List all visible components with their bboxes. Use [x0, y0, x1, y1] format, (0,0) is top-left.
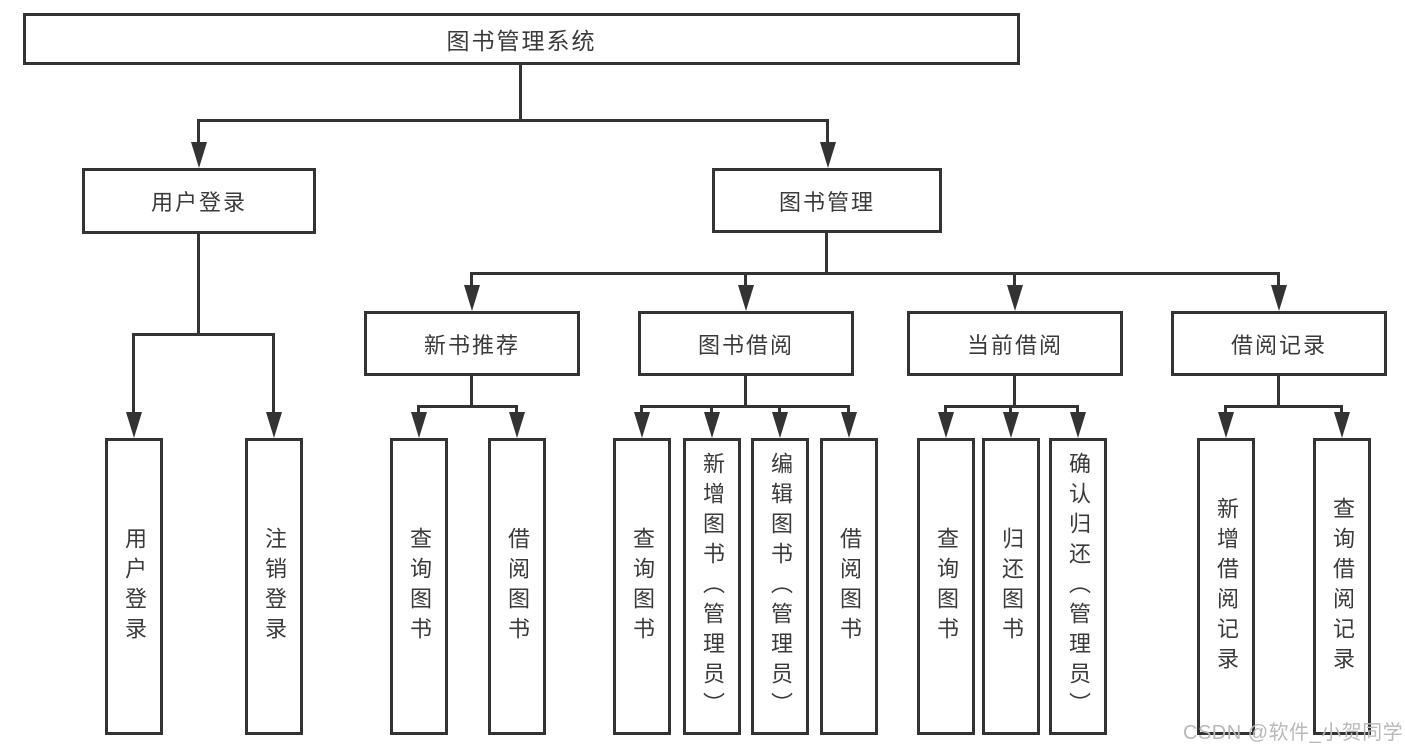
leaf-query-book-1: 查询图书 [390, 438, 448, 735]
connector-drop-leaf [1224, 405, 1227, 415]
connector-drop-leaf [1340, 405, 1343, 415]
arrow-down-icon [266, 412, 282, 438]
node-borrow-record: 借阅记录 [1171, 311, 1387, 376]
leaf-logout: 注销登录 [245, 438, 303, 735]
arrow-down-icon [1003, 412, 1019, 438]
connector-drop-leaf [640, 405, 643, 415]
connector-borrow-record-stem [1277, 376, 1280, 407]
connector-drop-book-mgmt [826, 119, 829, 149]
connector-drop-new-book-rec [470, 272, 473, 288]
node-user-login: 用户登录 [82, 168, 316, 234]
connector-user-login-branch [132, 333, 275, 336]
leaf-edit-book-admin-label: 编辑图书（管理员） [768, 451, 793, 722]
leaf-return-book-label: 归还图书 [999, 526, 1024, 647]
leaf-user-login-label: 用户登录 [122, 526, 147, 647]
connector-drop-leaf [944, 405, 947, 415]
connector-new-book-rec-branch [417, 405, 518, 408]
node-book-mgmt: 图书管理 [712, 168, 942, 233]
connector-drop-user-login [197, 119, 200, 149]
arrow-down-icon [772, 412, 788, 438]
connector-drop-book-borrow [744, 272, 747, 288]
leaf-query-book-1-label: 查询图书 [407, 526, 432, 647]
csdn-watermark: CSDN @软件_小贺同学 [1183, 722, 1404, 744]
connector-book-borrow-branch [640, 405, 850, 408]
arrow-down-icon [1271, 285, 1287, 311]
node-root-label: 图书管理系统 [446, 28, 597, 54]
arrow-down-icon [1334, 412, 1350, 438]
arrow-down-icon [1070, 412, 1086, 438]
connector-drop-leaf [847, 405, 850, 415]
connector-drop-leaf [710, 405, 713, 415]
leaf-add-borrow-record-label: 新增借阅记录 [1214, 496, 1239, 677]
arrow-down-icon [634, 412, 650, 438]
connector-drop-leaf [417, 405, 420, 415]
connector-level2-branch [197, 119, 829, 122]
connector-drop-leaf [515, 405, 518, 415]
arrow-down-icon [938, 412, 954, 438]
arrow-down-icon [126, 412, 142, 438]
connector-current-borrow-stem [1013, 376, 1016, 407]
connector-drop-leaf [272, 333, 275, 415]
arrow-down-icon [411, 412, 427, 438]
arrow-down-icon [1218, 412, 1234, 438]
leaf-query-borrow-record-label: 查询借阅记录 [1330, 496, 1355, 677]
arrow-down-icon [191, 142, 207, 168]
connector-root-stem [519, 64, 522, 121]
node-new-book-rec: 新书推荐 [364, 311, 580, 376]
node-borrow-record-label: 借阅记录 [1230, 332, 1327, 358]
node-user-login-label: 用户登录 [150, 190, 247, 215]
connector-drop-leaf [1076, 405, 1079, 415]
connector-drop-leaf [132, 333, 135, 415]
leaf-add-book-admin-label: 新增图书（管理员） [700, 451, 725, 722]
connector-drop-current-borrow [1013, 272, 1016, 288]
connector-borrow-record-branch [1224, 405, 1343, 408]
arrow-down-icon [1007, 285, 1023, 311]
connector-drop-borrow-record [1277, 272, 1280, 288]
node-new-book-rec-label: 新书推荐 [423, 332, 520, 358]
leaf-borrow-book-1-label: 借阅图书 [505, 526, 530, 647]
leaf-user-login: 用户登录 [105, 438, 163, 735]
node-current-borrow: 当前借阅 [907, 311, 1123, 376]
leaf-return-book: 归还图书 [982, 438, 1040, 735]
arrow-down-icon [820, 142, 836, 168]
arrow-down-icon [464, 285, 480, 311]
leaf-edit-book-admin: 编辑图书（管理员） [751, 438, 809, 735]
connector-book-mgmt-stem [825, 233, 828, 274]
connector-level3-branch [470, 272, 1280, 275]
node-book-borrow-label: 图书借阅 [697, 332, 794, 358]
leaf-query-book-3-label: 查询图书 [934, 526, 959, 647]
leaf-confirm-return-admin: 确认归还（管理员） [1049, 438, 1107, 735]
leaf-query-book-3: 查询图书 [917, 438, 975, 735]
leaf-borrow-book-2: 借阅图书 [820, 438, 878, 735]
arrow-down-icon [841, 412, 857, 438]
node-book-borrow: 图书借阅 [638, 311, 854, 376]
leaf-query-book-2-label: 查询图书 [630, 526, 655, 647]
connector-drop-leaf [778, 405, 781, 415]
leaf-confirm-return-admin-label: 确认归还（管理员） [1066, 451, 1091, 722]
arrow-down-icon [738, 285, 754, 311]
arrow-down-icon [704, 412, 720, 438]
leaf-query-book-2: 查询图书 [613, 438, 671, 735]
arrow-down-icon [509, 412, 525, 438]
connector-book-borrow-stem [744, 376, 747, 407]
connector-drop-leaf [1009, 405, 1012, 415]
leaf-query-borrow-record: 查询借阅记录 [1313, 438, 1371, 735]
leaf-borrow-book-1: 借阅图书 [488, 438, 546, 735]
node-book-mgmt-label: 图书管理 [778, 189, 875, 215]
connector-user-login-stem [197, 234, 200, 335]
leaf-logout-label: 注销登录 [262, 526, 287, 647]
node-root: 图书管理系统 [23, 13, 1020, 65]
node-current-borrow-label: 当前借阅 [966, 332, 1063, 358]
leaf-add-book-admin: 新增图书（管理员） [683, 438, 741, 735]
leaf-borrow-book-2-label: 借阅图书 [837, 526, 862, 647]
connector-new-book-rec-stem [470, 376, 473, 407]
leaf-add-borrow-record: 新增借阅记录 [1197, 438, 1255, 735]
